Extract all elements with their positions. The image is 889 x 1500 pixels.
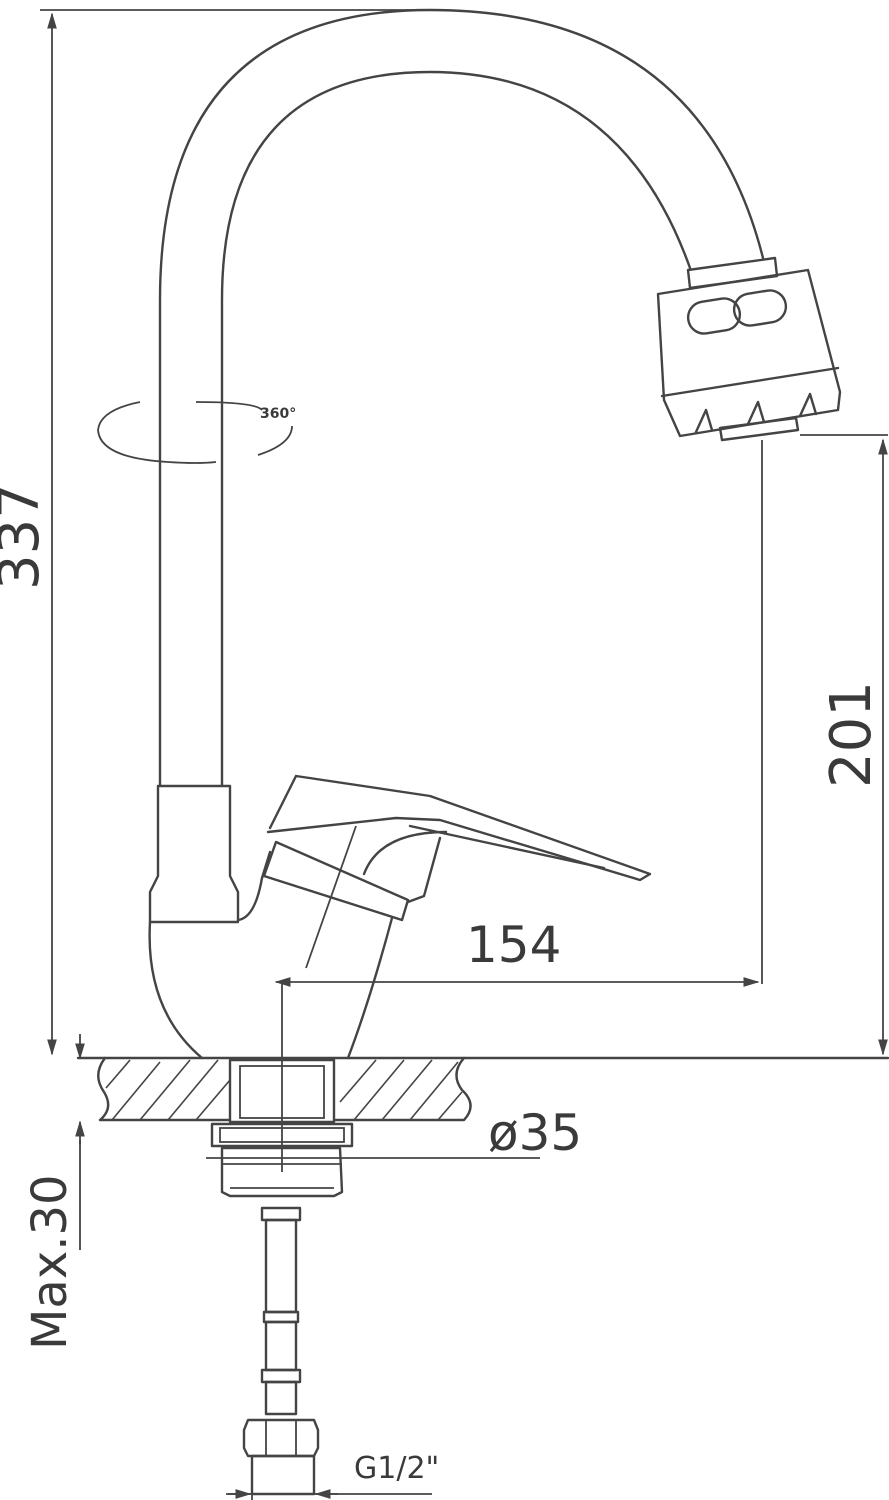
flexible-hose: [242, 1206, 320, 1496]
rotation-label: 360°: [260, 406, 296, 422]
spray-head: [656, 256, 842, 442]
hatch-right: [339, 1059, 463, 1121]
dimension-spout-reach: 154: [274, 440, 763, 1172]
dimension-spout-height: 201: [800, 434, 888, 1056]
spout: [158, 8, 765, 787]
dimension-thread: G1/2": [226, 1451, 439, 1500]
dimension-total-height: 337: [0, 9, 430, 1056]
thread-label: G1/2": [354, 1451, 439, 1486]
base-diameter-label: ø35: [488, 1104, 582, 1162]
countertop: [76, 1056, 889, 1122]
spout-height-label: 201: [819, 681, 884, 788]
spout-reach-label: 154: [466, 916, 561, 974]
hatch-left: [105, 1059, 231, 1121]
max-thickness-label: Max.30: [22, 1174, 78, 1350]
dimension-base-diameter: ø35: [206, 1104, 582, 1162]
faucet-body: [148, 774, 652, 1060]
total-height-label: 337: [0, 483, 52, 590]
dimension-max-thickness: Max.30: [22, 1034, 85, 1350]
rotation-indicator: 360°: [97, 401, 296, 464]
